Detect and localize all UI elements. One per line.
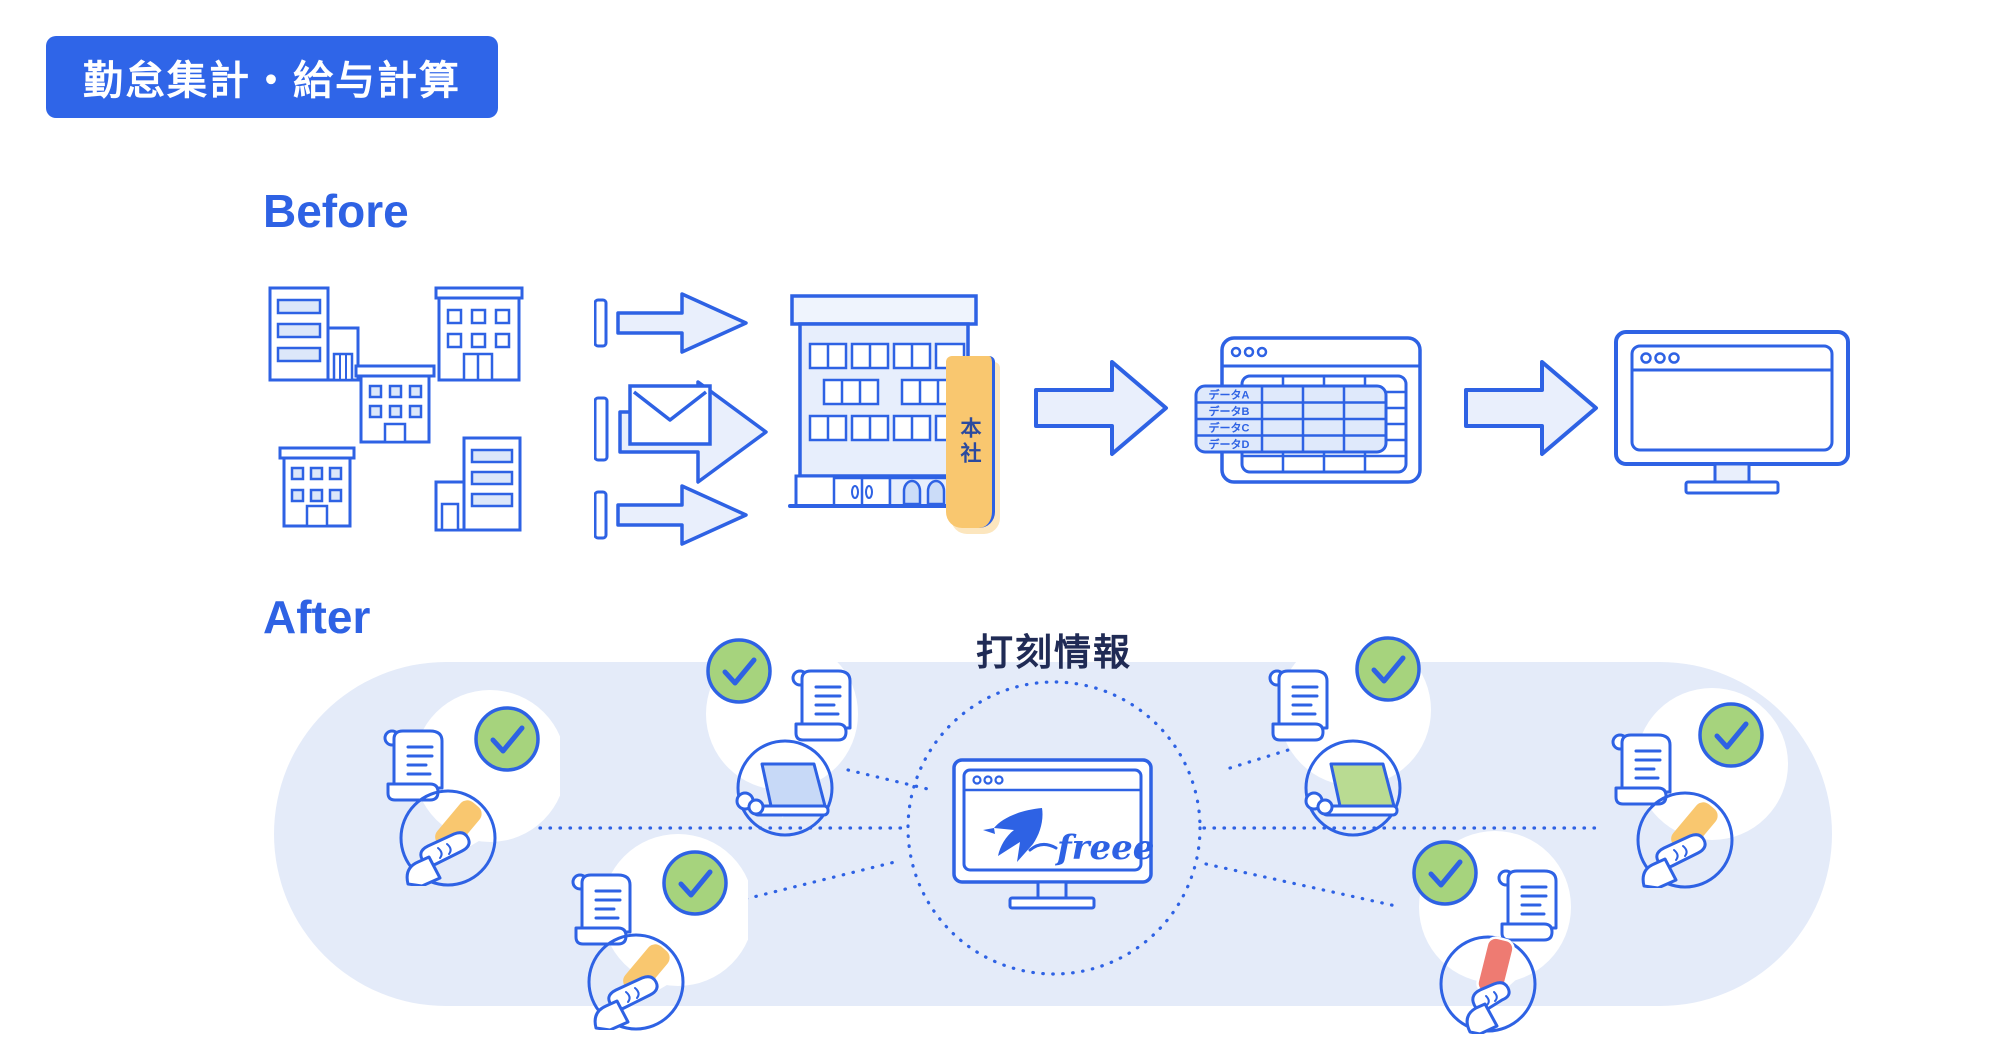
freee-monitor-icon: freee	[952, 758, 1154, 910]
check-circle-icon	[664, 852, 726, 914]
office-buildings-icon	[268, 286, 524, 532]
check-circle-icon	[1414, 842, 1476, 904]
data-table-overlay: データA データB データC データD	[1194, 384, 1388, 454]
timesheet-receipt-icon	[1268, 669, 1329, 742]
monitor-stand	[1036, 880, 1068, 900]
arrow-right-icon-mail	[594, 380, 768, 484]
check-circle-icon	[1700, 704, 1762, 766]
table-row-label-2: データB	[1209, 404, 1250, 418]
monitor-stand	[1713, 462, 1751, 484]
before-heading: Before	[263, 185, 409, 237]
browser-window	[1630, 344, 1834, 452]
hq-ground-floor	[788, 474, 982, 508]
worker-item-timecard-3	[1611, 688, 1788, 889]
monitor-base	[1684, 480, 1780, 495]
check-circle-icon	[708, 640, 770, 702]
hq-roof	[790, 294, 978, 326]
category-badge: 勤怠集計・給与計算	[46, 36, 498, 118]
worker-circle	[736, 739, 834, 837]
timesheet-receipt-icon	[1497, 869, 1558, 942]
hq-banner: 本社	[946, 356, 995, 528]
window-dots-icon	[972, 775, 1004, 785]
freee-wordmark: freee	[1055, 828, 1154, 868]
arrow-right-icon-big-1	[1034, 360, 1168, 456]
worker-item-laptop-2	[1268, 634, 1431, 837]
worker-item-smartphone	[1400, 831, 1571, 1034]
arrow-right-icon-big-2	[1464, 360, 1598, 456]
send-arrows-group	[594, 292, 768, 546]
building-grid-3	[278, 446, 356, 528]
worker-item-timecard-2	[571, 834, 748, 1031]
timesheet-receipt-icon	[791, 669, 852, 742]
worker-circle	[587, 933, 685, 1031]
check-circle-icon	[476, 708, 538, 770]
timesheet-receipt-icon	[1611, 733, 1672, 806]
window-dots-icon	[1230, 346, 1268, 358]
worker-circle	[1636, 791, 1734, 889]
arrow-right-icon-small-2	[594, 484, 748, 546]
hq-banner-label: 本社	[958, 417, 981, 467]
building-grid-1	[434, 286, 524, 382]
worker-circle	[1304, 739, 1402, 837]
spreadsheet-window-icon: データA データB データC データD	[1194, 336, 1422, 484]
punch-data-label: 打刻情報	[976, 632, 1132, 673]
worker-circle	[399, 789, 497, 887]
table-row-label-1: データA	[1209, 388, 1250, 402]
desktop-monitor-icon	[1614, 330, 1850, 495]
category-badge-label: 勤怠集計・給与計算	[83, 59, 461, 103]
table-row-label-3: データC	[1209, 421, 1250, 435]
building-bars-2	[434, 436, 522, 532]
timesheet-receipt-icon	[571, 873, 632, 946]
table-row-label-4: データD	[1209, 437, 1250, 451]
after-heading: After	[263, 591, 371, 643]
timesheet-receipt-icon	[383, 729, 444, 802]
mail-envelope-icon	[628, 384, 712, 446]
arrow-right-icon-small-1	[594, 292, 748, 354]
worker-item-laptop-1	[690, 628, 858, 837]
worker-item-timecard-1	[383, 690, 560, 887]
window-dots-icon	[1640, 352, 1680, 364]
check-circle-icon	[1357, 638, 1419, 700]
monitor-base	[1008, 896, 1096, 910]
building-grid-2	[354, 364, 436, 444]
building-bars-1	[268, 286, 360, 382]
